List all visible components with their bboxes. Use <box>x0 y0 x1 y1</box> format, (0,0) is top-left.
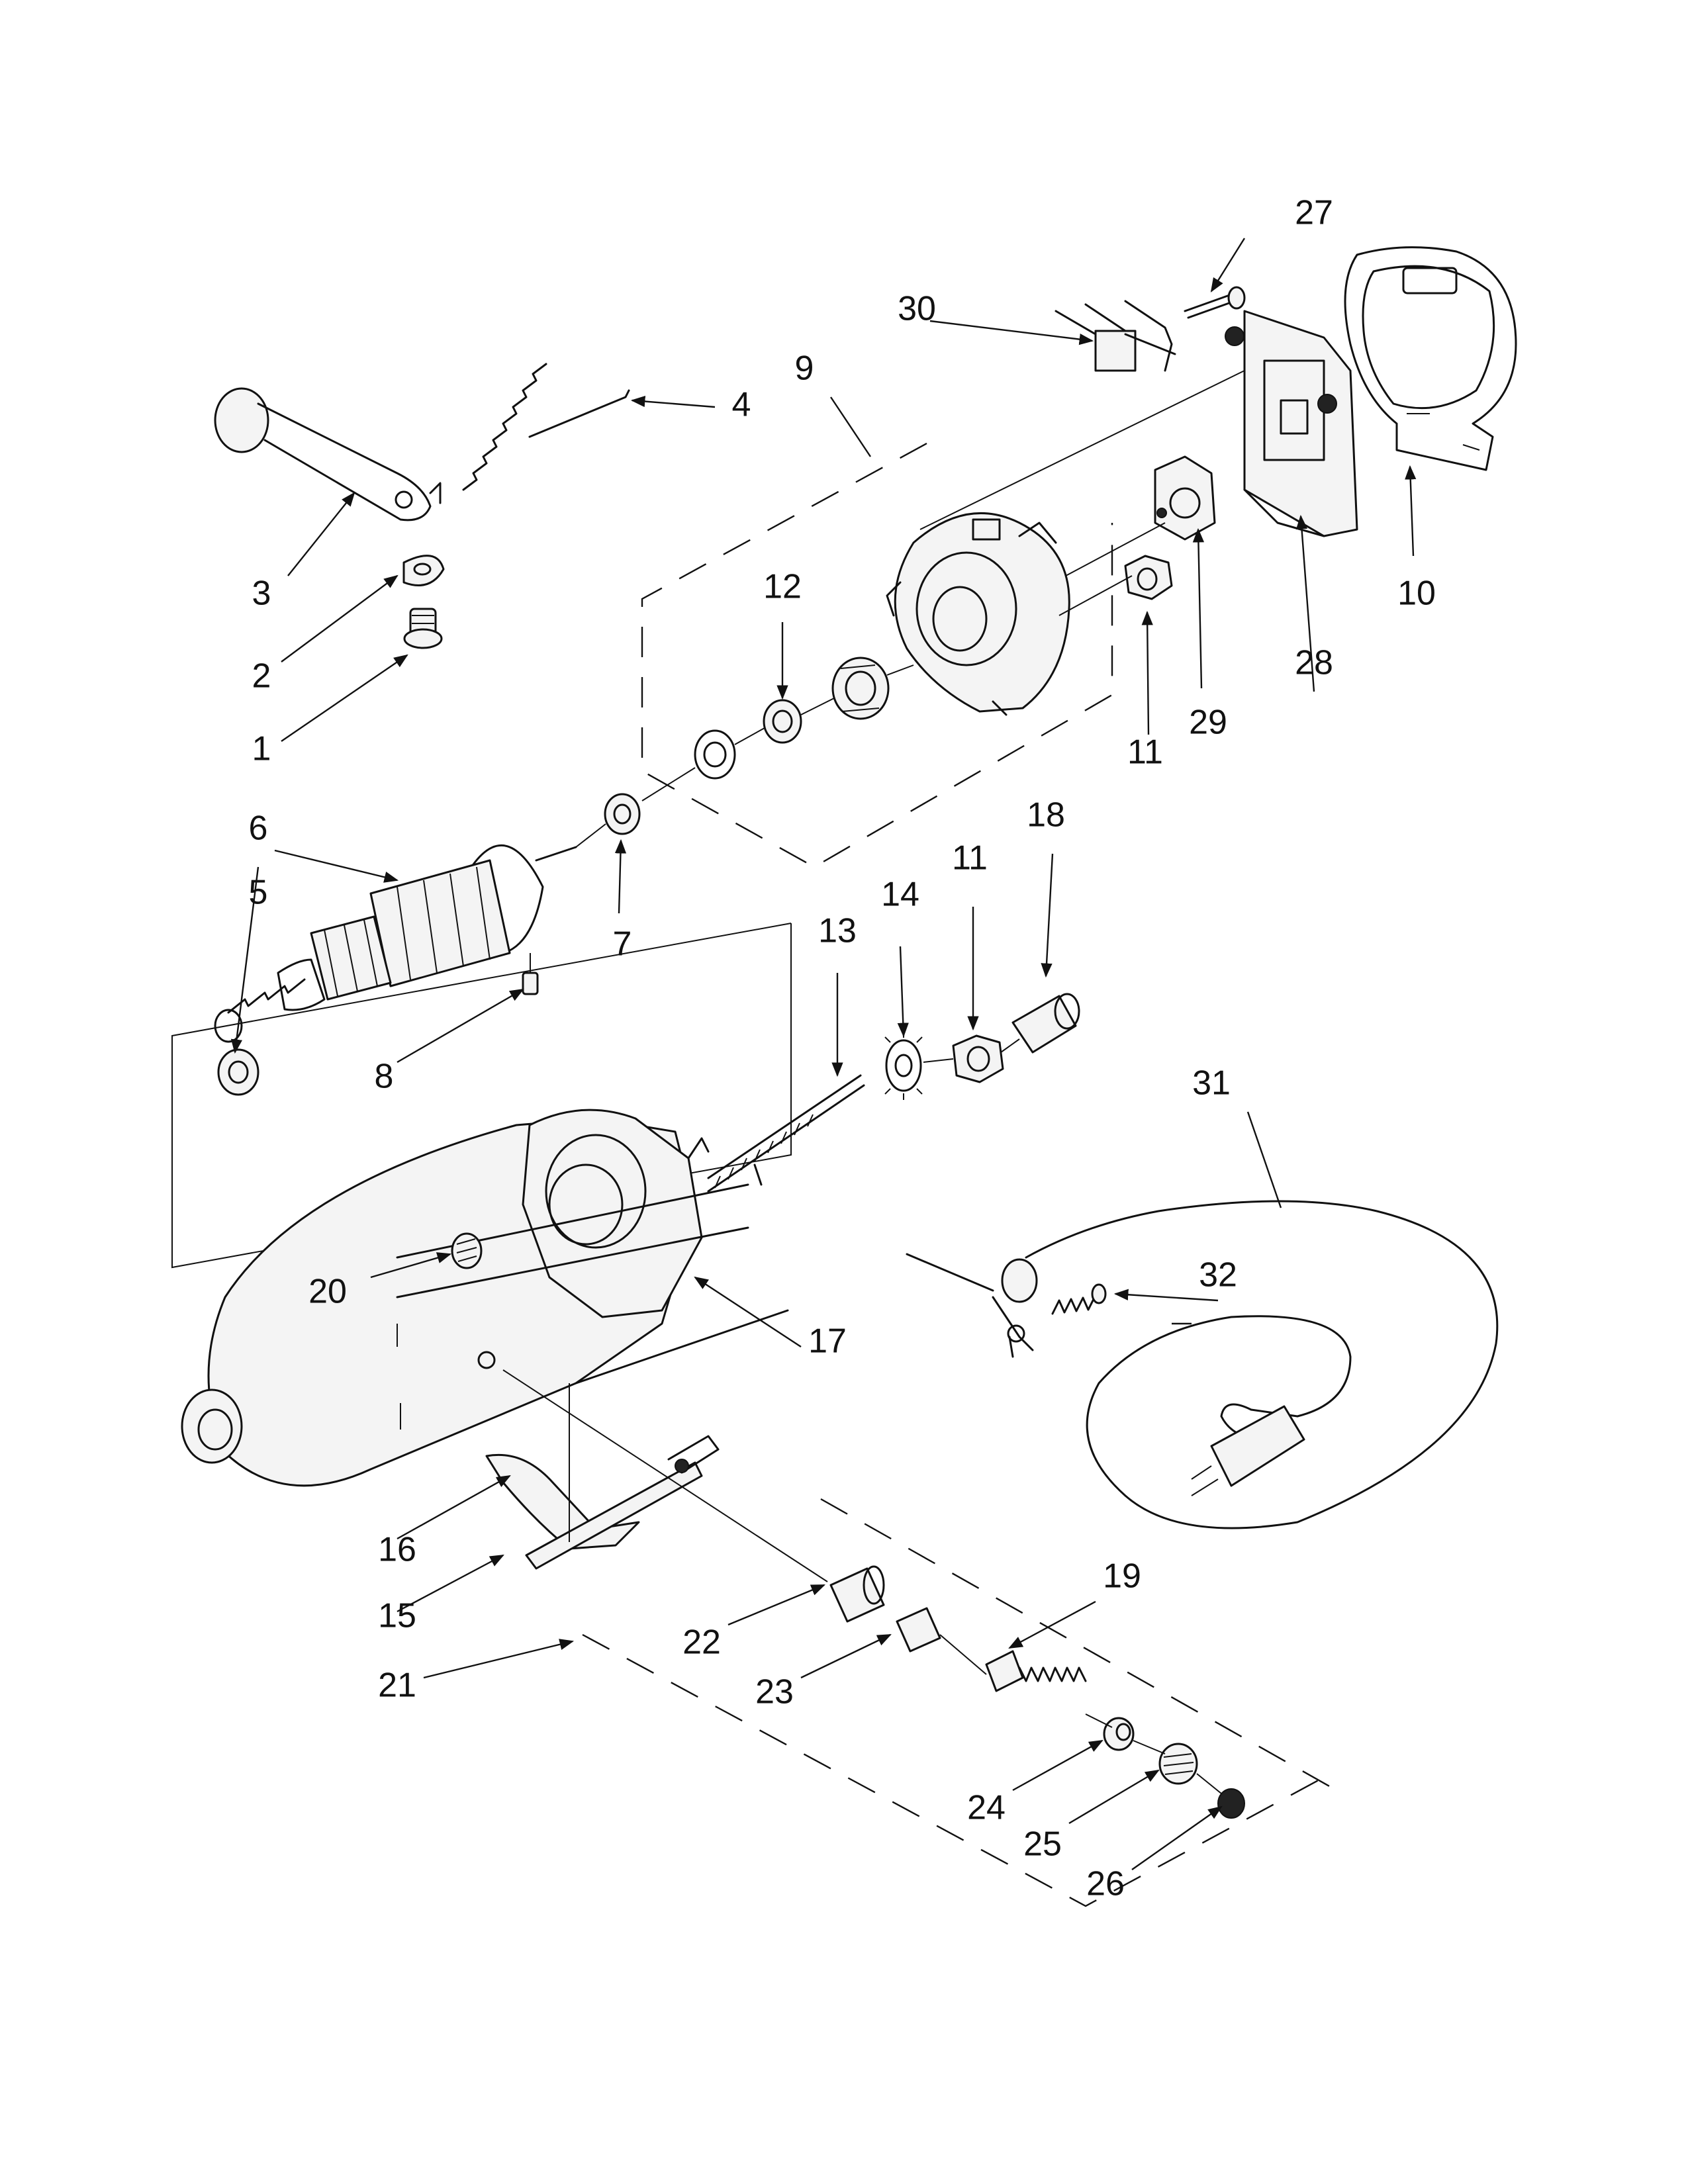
callout-2: 2 <box>252 657 271 696</box>
callout-12: 12 <box>763 568 802 606</box>
triangular-washer-part-2 <box>402 555 445 586</box>
callout-13: 13 <box>818 912 857 950</box>
callout-23: 23 <box>755 1673 794 1711</box>
strain-relief <box>906 1253 1038 1358</box>
sleeve-part-18 <box>1011 993 1080 1054</box>
housing-bracket-outline <box>171 923 792 1269</box>
wire-harness-part-30 <box>1055 300 1176 372</box>
power-cord-part-31 <box>1025 1200 1499 1529</box>
threaded-rod-part-13 <box>707 1074 865 1193</box>
washer-part-7 <box>604 793 641 835</box>
end-bell-part-9 <box>886 512 1070 716</box>
callout-24: 24 <box>967 1789 1006 1827</box>
control-board-part-28 <box>1225 310 1358 537</box>
bracket-part-16 <box>485 1453 640 1550</box>
assembly-outline-9 <box>641 442 1113 868</box>
leader-lines <box>230 238 1417 1870</box>
callout-6: 6 <box>249 809 268 848</box>
sleeve-part-22 <box>829 1565 885 1623</box>
callout-26: 26 <box>1086 1865 1125 1903</box>
callout-20: 20 <box>308 1273 347 1311</box>
callout-21: 21 <box>378 1666 416 1705</box>
exploded-axis-lines <box>502 370 1245 1794</box>
plug-part-20 <box>451 1232 483 1269</box>
callout-18: 18 <box>1027 796 1065 835</box>
star-washer-part-14 <box>884 1031 923 1100</box>
star-washer-upper <box>694 729 736 780</box>
callout-25: 25 <box>1023 1825 1062 1864</box>
callout-11-upper: 11 <box>1127 733 1163 772</box>
armature-part-6 <box>214 844 577 1043</box>
callout-19: 19 <box>1103 1557 1141 1596</box>
bushing-part-24 <box>1103 1717 1135 1751</box>
callout-7: 7 <box>613 925 632 964</box>
callout-4: 4 <box>732 386 751 424</box>
screw-part-27 <box>1184 286 1246 319</box>
gasket-part-10 <box>1344 246 1517 471</box>
nut-part-11-lower <box>952 1034 1004 1083</box>
motor-housing-part-17 <box>181 1109 789 1487</box>
callout-8: 8 <box>375 1058 394 1096</box>
callout-14: 14 <box>881 876 919 914</box>
speed-control-lever <box>214 387 442 522</box>
bearing-sleeve <box>831 657 890 720</box>
washer-part-5 <box>217 1048 259 1096</box>
callout-9: 9 <box>795 349 814 388</box>
washer-part-12 <box>763 699 802 744</box>
screw-part-32 <box>1051 1283 1107 1315</box>
assembly-outline-21 <box>582 1498 1331 1907</box>
knob-part-25 <box>1158 1743 1198 1785</box>
spring-rod-part-19 <box>985 1650 1087 1692</box>
callout-1: 1 <box>252 730 271 768</box>
spring-part-4 <box>462 363 630 491</box>
callout-22: 22 <box>682 1623 721 1662</box>
coupling-part-23 <box>896 1607 941 1653</box>
callout-29: 29 <box>1189 704 1227 742</box>
callout-16: 16 <box>378 1531 416 1569</box>
screw-part-1 <box>403 608 443 649</box>
brush-holder-part-29 <box>1154 455 1216 541</box>
callout-30: 30 <box>898 290 936 328</box>
callout-3: 3 <box>252 574 271 613</box>
callout-32: 32 <box>1199 1256 1237 1295</box>
callout-31: 31 <box>1192 1064 1231 1103</box>
callout-17: 17 <box>808 1322 847 1361</box>
callout-11-lower: 11 <box>952 839 988 878</box>
callout-labels: 1 2 3 4 5 6 7 8 9 10 11 11 12 13 14 15 1… <box>249 194 1436 1903</box>
callout-10: 10 <box>1397 574 1436 613</box>
cap-part-26 <box>1217 1788 1245 1819</box>
callout-15: 15 <box>378 1597 416 1635</box>
callout-28: 28 <box>1295 644 1333 682</box>
bracket-part-15 <box>525 1435 720 1570</box>
callout-27: 27 <box>1295 194 1333 232</box>
screw-part-8 <box>522 953 539 995</box>
nut-part-11-upper <box>1124 555 1173 600</box>
callout-5: 5 <box>249 874 268 912</box>
